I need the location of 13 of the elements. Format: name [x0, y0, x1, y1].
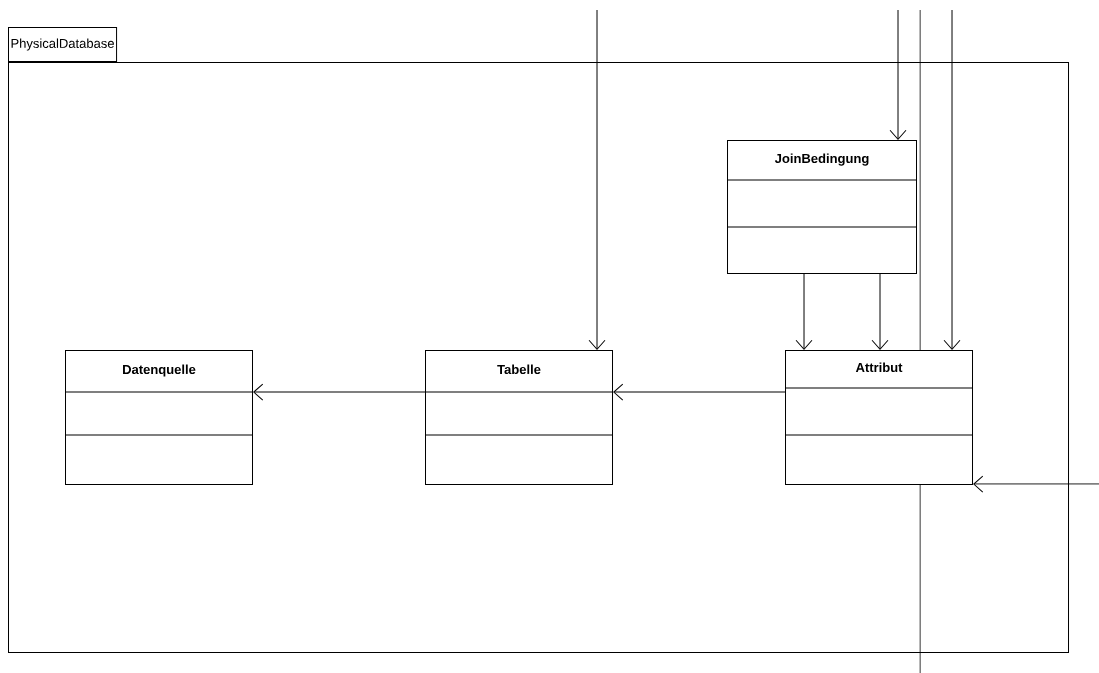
arrow [871, 273, 889, 350]
arrow [943, 9, 961, 350]
arrow [889, 9, 907, 140]
class-box: Datenquelle [64, 350, 254, 485]
arrow [973, 475, 1099, 493]
arrow [795, 273, 813, 350]
node-label: PhysicalDatabase [11, 38, 114, 51]
class-box: Attribut [784, 350, 974, 485]
arrow [253, 383, 426, 401]
class-box: Tabelle [424, 350, 614, 485]
arrow [613, 383, 786, 401]
class-box: JoinBedingung [726, 140, 918, 274]
arrow [588, 9, 606, 350]
